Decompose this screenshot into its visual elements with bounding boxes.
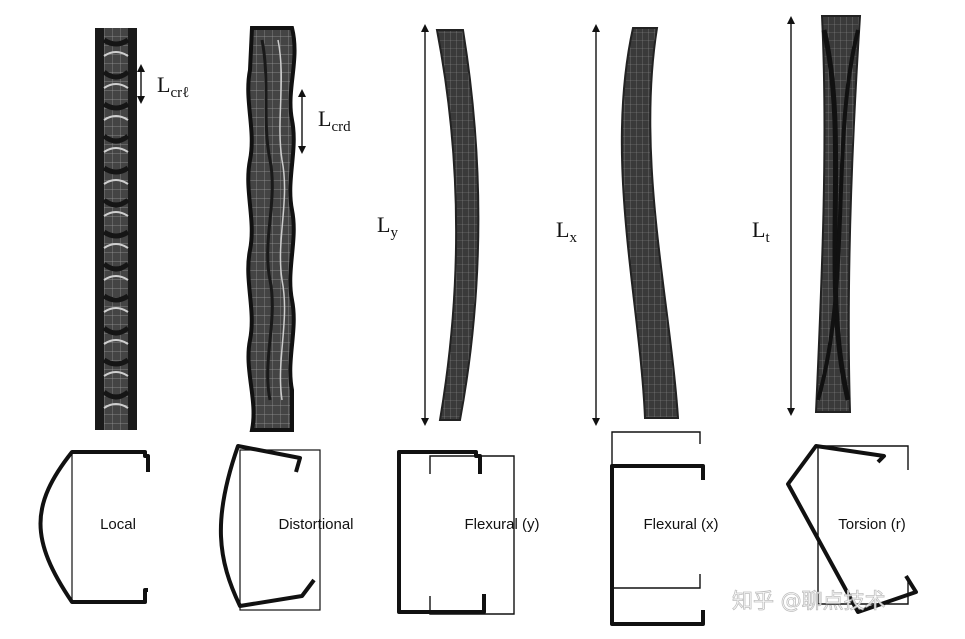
distortional-section-icon bbox=[218, 444, 321, 611]
distortional-mode-label: Distortional bbox=[278, 516, 353, 533]
distortional-buckling-member bbox=[246, 26, 297, 432]
flexural-x-mode-label: Flexural (x) bbox=[643, 516, 718, 533]
distortional-length-label: Lcrd bbox=[318, 106, 351, 135]
torsion-mode-label: Torsion (r) bbox=[838, 516, 906, 533]
flexural-x-length-label: Lx bbox=[556, 217, 577, 246]
local-section-icon bbox=[38, 450, 150, 604]
flexural-y-buckling-member bbox=[435, 29, 480, 421]
local-length-label: Lcrℓ bbox=[157, 72, 189, 101]
flexural-y-length-label: Ly bbox=[377, 212, 398, 241]
flexural-y-mode-label: Flexural (y) bbox=[464, 516, 539, 533]
torsion-length-label: Lt bbox=[752, 217, 770, 246]
torsion-buckling-member bbox=[814, 15, 862, 413]
watermark: 知乎 @聊点技术 bbox=[732, 589, 886, 613]
local-mode-label: Local bbox=[100, 516, 136, 533]
flexural-x-section-icon bbox=[610, 431, 705, 626]
flexural-x-buckling-member bbox=[620, 27, 680, 419]
flexural-y-section-icon bbox=[397, 450, 515, 615]
local-buckling-member bbox=[95, 28, 137, 430]
torsion-section-icon bbox=[786, 444, 918, 614]
